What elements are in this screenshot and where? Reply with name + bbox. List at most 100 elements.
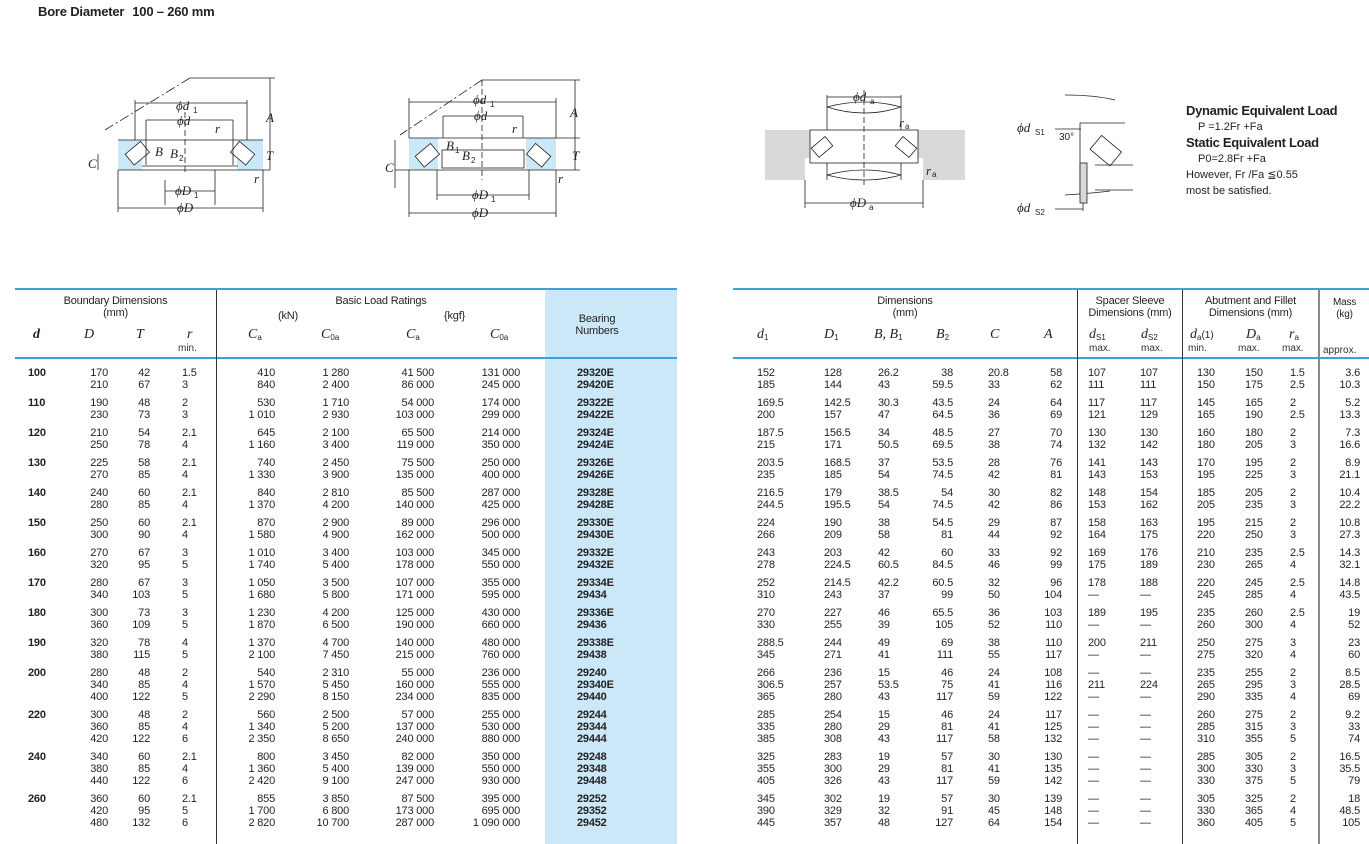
height: 73 bbox=[138, 607, 150, 619]
ra: 4 bbox=[1290, 649, 1296, 661]
da: 165 bbox=[1197, 409, 1215, 421]
mass: 60 bbox=[1348, 649, 1360, 661]
height: 48 bbox=[138, 709, 150, 721]
D1: 190 bbox=[824, 517, 842, 529]
col-T: T bbox=[136, 327, 144, 342]
Da: 405 bbox=[1245, 817, 1263, 829]
ra: 3 bbox=[1290, 721, 1296, 733]
B-B1: 48 bbox=[878, 817, 890, 829]
col-D1: D1 bbox=[824, 327, 839, 342]
c0a-kn: 2 450 bbox=[322, 457, 349, 469]
A: 87 bbox=[1050, 517, 1062, 529]
C: 30 bbox=[988, 793, 1000, 805]
right-header-top-rule bbox=[733, 288, 1369, 290]
ra: 2 bbox=[1290, 793, 1296, 805]
ds1: — bbox=[1088, 667, 1099, 679]
Da: 255 bbox=[1245, 667, 1263, 679]
col-B2: B2 bbox=[936, 327, 950, 342]
mass: 43.5 bbox=[1339, 589, 1360, 601]
Da: 205 bbox=[1245, 487, 1263, 499]
svg-text:1: 1 bbox=[490, 100, 495, 109]
mass: 69 bbox=[1348, 691, 1360, 703]
label-da: ϕd bbox=[853, 89, 867, 104]
fillet-radius: 2.1 bbox=[182, 427, 197, 439]
c0a-kn: 2 930 bbox=[322, 409, 349, 421]
c0a-kgf: 350 000 bbox=[481, 439, 521, 451]
bore-diameter: 110 bbox=[28, 397, 46, 409]
bore-diameter bbox=[15, 499, 70, 511]
ra: 2.5 bbox=[1290, 577, 1305, 589]
ds2: 189 bbox=[1140, 559, 1158, 571]
ra: 4 bbox=[1290, 691, 1296, 703]
ds1: 175 bbox=[1088, 559, 1106, 571]
bore-diameter bbox=[15, 721, 70, 733]
C: 27 bbox=[988, 427, 1000, 439]
label-Da: ϕD bbox=[850, 195, 867, 210]
Da: 355 bbox=[1245, 733, 1263, 745]
B2: 117 bbox=[936, 775, 953, 787]
condition-text: However, Fr /Fa ≦0.55 bbox=[1186, 169, 1298, 181]
height: 109 bbox=[132, 619, 150, 631]
c0a-kgf: 500 000 bbox=[481, 529, 521, 541]
outer-diameter: 250 bbox=[90, 517, 108, 529]
d1: 325 bbox=[757, 751, 775, 763]
B2: 53.5 bbox=[932, 457, 953, 469]
ds1: 178 bbox=[1088, 577, 1106, 589]
svg-text:S2: S2 bbox=[1035, 208, 1045, 217]
ca-kgf: 125 000 bbox=[395, 607, 435, 619]
A: 122 bbox=[1044, 691, 1062, 703]
B-B1: 32 bbox=[878, 805, 890, 817]
A: 132 bbox=[1044, 733, 1062, 745]
outer-diameter: 250 bbox=[90, 439, 108, 451]
label-r-outer: r bbox=[558, 171, 564, 186]
outer-diameter: 280 bbox=[90, 499, 108, 511]
da: 235 bbox=[1197, 667, 1215, 679]
static-load-formula: P0=2.8Fr +Fa bbox=[1198, 153, 1266, 165]
d1: 270 bbox=[757, 607, 775, 619]
bearing-number: 29424E bbox=[577, 439, 614, 451]
da: 220 bbox=[1197, 529, 1215, 541]
mass: 32.1 bbox=[1339, 559, 1360, 571]
D1: 280 bbox=[824, 721, 842, 733]
bearing-number: 29252 bbox=[577, 793, 607, 805]
B2: 74.5 bbox=[932, 499, 953, 511]
fillet-radius: 2.1 bbox=[182, 517, 197, 529]
bore-range: 100 – 260 mm bbox=[132, 4, 215, 19]
C: 59 bbox=[988, 691, 1000, 703]
D1: 157 bbox=[824, 409, 842, 421]
outer-diameter: 340 bbox=[90, 751, 108, 763]
ca-kn: 1 010 bbox=[248, 547, 275, 559]
ca-kn: 1 340 bbox=[248, 721, 275, 733]
bearing-number: 29426E bbox=[577, 469, 614, 481]
B2: 64.5 bbox=[932, 409, 953, 421]
da: 305 bbox=[1197, 793, 1215, 805]
da: 275 bbox=[1197, 649, 1215, 661]
ds1: 132 bbox=[1088, 439, 1106, 451]
height: 54 bbox=[138, 427, 150, 439]
A: 58 bbox=[1050, 367, 1062, 379]
ra: 3 bbox=[1290, 439, 1296, 451]
c0a-kgf: 660 000 bbox=[481, 619, 521, 631]
outer-diameter: 240 bbox=[90, 487, 108, 499]
bore-diameter: 100 bbox=[28, 367, 46, 379]
ds1: 189 bbox=[1088, 607, 1106, 619]
B2: 81 bbox=[941, 763, 953, 775]
spacer-cell bbox=[520, 361, 545, 379]
height: 67 bbox=[138, 379, 150, 391]
c0a-kn: 5 400 bbox=[322, 559, 349, 571]
bore-diameter bbox=[15, 649, 70, 661]
c0a-kgf: 355 000 bbox=[481, 577, 521, 589]
